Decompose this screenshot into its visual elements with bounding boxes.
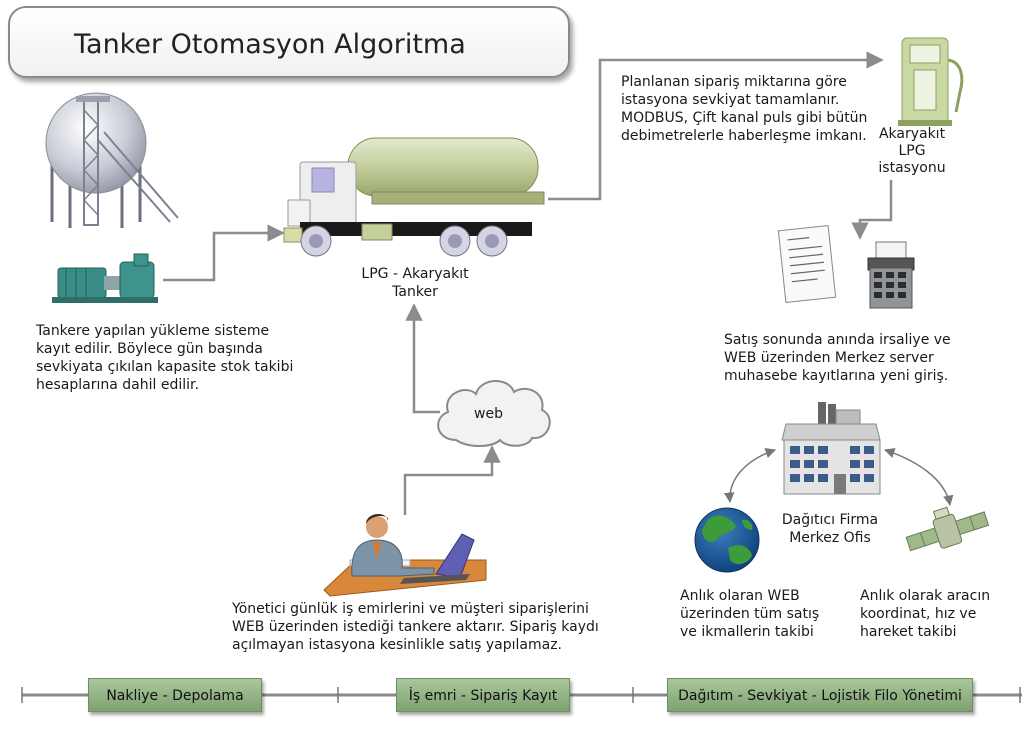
satellite-icon: [905, 506, 990, 552]
office-building-icon: [781, 402, 881, 495]
tanker-truck-icon: [283, 137, 545, 257]
connector-lines: [163, 51, 893, 515]
web-cloud-icon: [437, 380, 551, 447]
sales-description: Satış sonunda anında irsaliye ve WEB üze…: [724, 332, 951, 384]
globe-icon: [694, 507, 760, 573]
station-label: Akaryakıt LPG istasyonu: [878, 126, 946, 176]
loading-description: Tankere yapılan yükleme sisteme kayıt ed…: [36, 323, 294, 393]
web-tracking-description: Anlık olaran WEB üzerinden tüm satış ve …: [680, 588, 820, 640]
shipment-description: Planlanan sipariş miktarına göre istasyo…: [621, 74, 868, 144]
web-label: web: [474, 406, 503, 422]
document-icon: [777, 225, 837, 303]
pump-icon: [52, 253, 158, 303]
printer-icon: [867, 241, 915, 309]
manager-at-desk-icon: [323, 513, 487, 597]
gps-tracking-description: Anlık olarak aracın koordinat, hız ve ha…: [860, 588, 991, 640]
stage-work-order: İş emri - Sipariş Kayıt: [396, 678, 570, 712]
stage-transport-storage: Nakliye - Depolama: [88, 678, 262, 712]
tanker-label: LPG - Akaryakıt Tanker: [361, 266, 469, 300]
manager-description: Yönetici günlük iş emirlerini ve müşteri…: [232, 601, 599, 653]
fuel-pump-icon: [898, 37, 964, 126]
stage-distribution-logistics: Dağıtım - Sevkiyat - Lojistik Filo Yönet…: [667, 678, 973, 712]
page-title: Tanker Otomasyon Algoritma: [74, 29, 466, 60]
sync-arrows: [723, 448, 954, 507]
title-box: [8, 6, 570, 78]
office-label: Dağıtıcı Firma Merkez Ofis: [781, 512, 879, 546]
storage-sphere-icon: [45, 92, 179, 228]
